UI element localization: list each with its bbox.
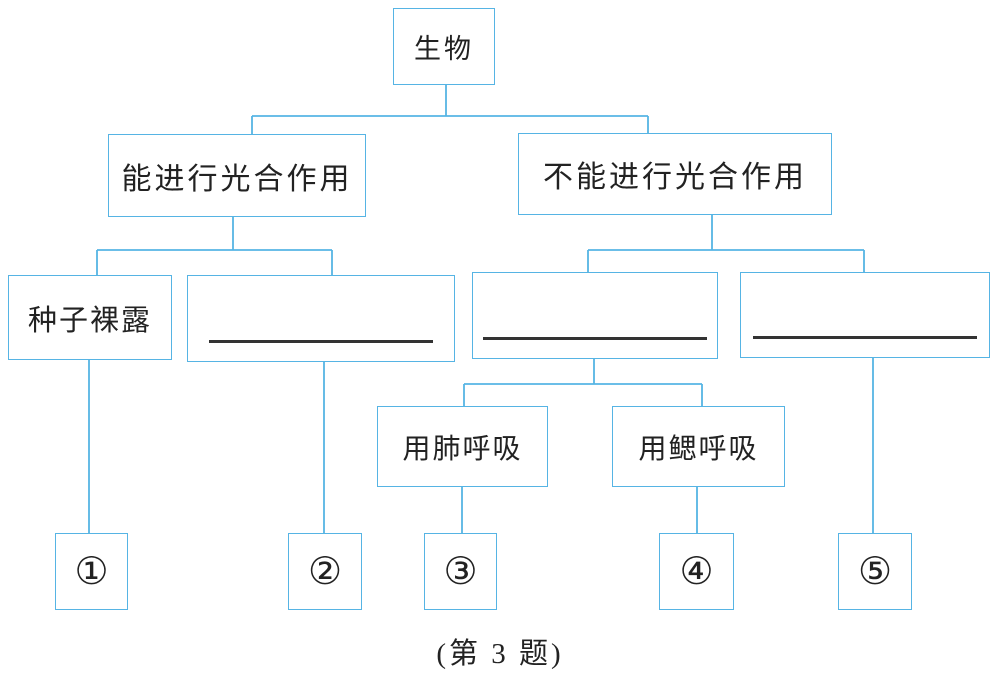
node-answer-circle-2: ② xyxy=(288,533,362,610)
node-breathe-with-lungs-label: 用肺呼吸 xyxy=(402,433,523,465)
circled-number-1: ① xyxy=(74,551,109,593)
node-seeds-exposed: 种子裸露 xyxy=(8,275,172,360)
circled-number-4: ④ xyxy=(679,551,714,593)
node-can-photosynthesize: 能进行光合作用 xyxy=(108,134,366,217)
circled-number-3: ③ xyxy=(443,551,478,593)
node-breathe-with-lungs: 用肺呼吸 xyxy=(377,406,548,487)
node-cannot-photosynthesize-label: 不能进行光合作用 xyxy=(543,161,807,194)
question-caption: (第 3 题) xyxy=(436,638,564,670)
node-organisms-label: 生物 xyxy=(414,34,474,64)
node-answer-circle-3: ③ xyxy=(424,533,497,610)
node-seeds-exposed-label: 种子裸露 xyxy=(27,304,152,337)
circled-number-2: ② xyxy=(307,551,343,593)
node-organisms: 生物 xyxy=(393,8,495,85)
node-answer-circle-5: ⑤ xyxy=(838,533,912,610)
node-can-photosynthesize-label: 能进行光合作用 xyxy=(121,162,353,196)
node-cannot-photosynthesize: 不能进行光合作用 xyxy=(518,133,832,215)
blank-fill-line xyxy=(483,337,707,340)
node-blank-answer-3 xyxy=(472,272,718,359)
node-blank-answer-2 xyxy=(187,275,455,362)
node-answer-circle-1: ① xyxy=(55,533,128,610)
circled-number-5: ⑤ xyxy=(857,551,893,593)
blank-fill-line xyxy=(209,340,433,343)
node-breathe-with-gills: 用鳃呼吸 xyxy=(612,406,785,487)
blank-fill-line xyxy=(753,336,977,339)
node-blank-answer-4 xyxy=(740,272,990,358)
node-answer-circle-4: ④ xyxy=(659,533,734,610)
node-breathe-with-gills-label: 用鳃呼吸 xyxy=(638,433,759,465)
